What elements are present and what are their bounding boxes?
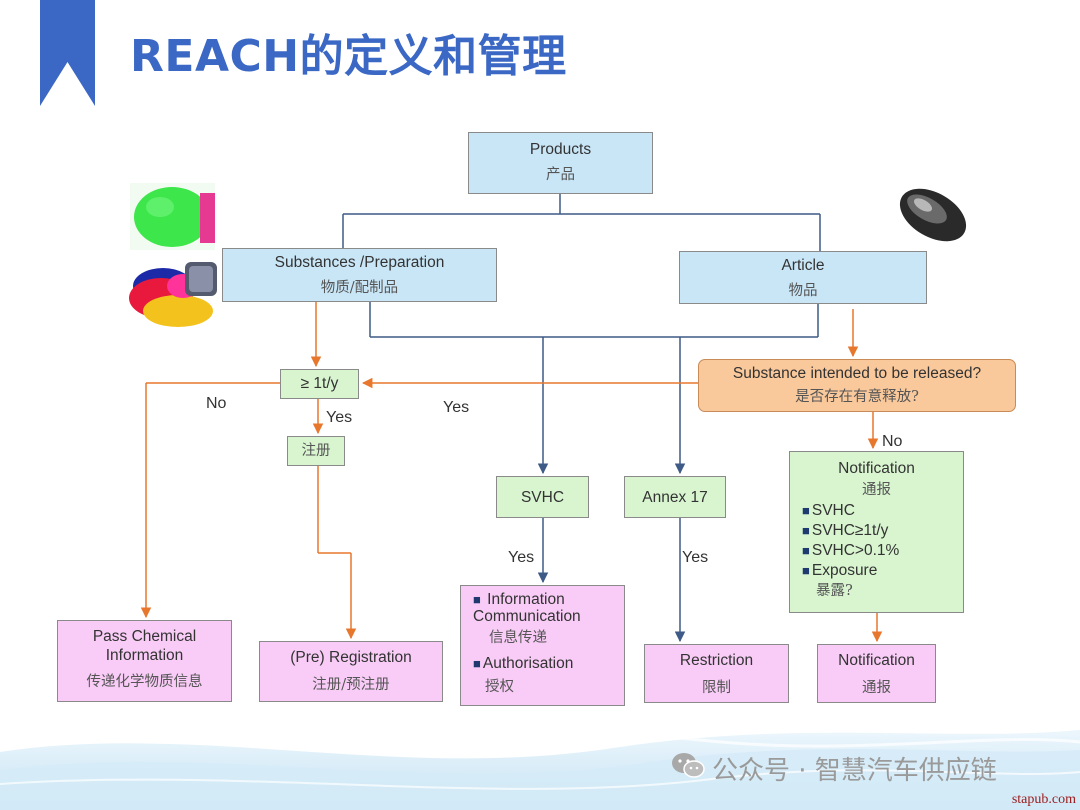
paint-buckets-image [129,262,217,327]
edge-label-yes-threshold: Yes [326,409,353,426]
edge-label-yes-middle: Yes [443,399,470,416]
authorisation-item-zh: 授权 [485,679,514,696]
site-watermark[interactable]: stapub.com [1011,792,1076,807]
info-item-line2: Communication [473,608,581,626]
square-bullet-icon: ■ [473,592,481,607]
products-label: Products [529,141,592,158]
edge-label-no-left: No [206,395,227,412]
criteria-item: ■SVHC>0.1% [802,542,900,560]
info-item: ■ Information [473,591,565,608]
edge-label-yes-svhc: Yes [508,549,535,566]
release-question-box: Substance intended to be released? 是否存在有… [698,359,1016,412]
annex17-box: Annex 17 [624,476,726,518]
notification-criteria-title-zh: 通报 [862,481,891,498]
notification-result-label: Notification [838,652,915,669]
substances-box: Substances /Preparation 物质/配制品 [222,248,497,302]
registration-label-zh: 注册/预注册 [312,676,390,693]
square-bullet-icon: ■ [802,543,810,559]
edge-label-yes-annex: Yes [682,549,709,566]
pass-info-label-zh: 传递化学物质信息 [86,674,203,691]
authorisation-item: ■Authorisation [473,655,574,673]
annex17-label: Annex 17 [642,489,708,506]
square-bullet-icon: ■ [473,656,481,672]
article-box: Article 物品 [679,251,927,304]
square-bullet-icon: ■ [802,563,810,579]
notification-criteria-title: Notification [838,460,915,477]
restriction-label: Restriction [679,652,754,669]
substances-label: Substances /Preparation [274,254,445,271]
wave-decoration [0,730,1080,810]
notification-criteria-box: Notification 通报 ■SVHC ■SVHC≥1t/y ■SVHC>0… [789,451,964,613]
info-comm-box: ■ Information Communication 信息传递 ■Author… [460,585,625,706]
pass-info-label-line2: Information [105,646,184,664]
svhc-box: SVHC [496,476,589,518]
square-bullet-icon: ■ [802,502,810,518]
criteria-item: ■Exposure [802,562,878,580]
threshold-label: ≥ 1t/y [300,375,339,392]
computer-mouse-image [899,188,967,242]
slide-title: REACH的定义和管理 [130,31,567,82]
release-question-label: Substance intended to be released? [732,365,982,382]
footer-account-name: 公众号 · 智慧汽车供应链 [712,756,997,786]
restriction-box: Restriction 限制 [644,644,789,703]
threshold-box: ≥ 1t/y [280,369,359,399]
exposure-label-zh: 暴露? [816,582,853,599]
criteria-item: ■SVHC [802,501,855,519]
pass-info-label-line1: Pass Chemical [92,628,197,645]
registration-box: (Pre) Registration 注册/预注册 [259,641,443,702]
restriction-label-zh: 限制 [702,679,731,696]
products-box: Products 产品 [468,132,653,194]
svhc-label: SVHC [520,489,565,506]
products-label-zh: 产品 [546,166,575,183]
registration-label: (Pre) Registration [290,649,412,666]
square-bullet-icon: ■ [802,523,810,539]
info-item-zh: 信息传递 [489,630,547,647]
release-question-label-zh: 是否存在有意释放? [795,388,919,405]
bookmark-ribbon-icon [40,0,95,106]
register-label-zh: 注册 [301,443,331,459]
wechat-icon [672,753,705,778]
notification-result-box: Notification 通报 [817,644,936,703]
green-powder-image [130,183,215,250]
edge-label-no-released: No [882,433,903,450]
article-label-zh: 物品 [788,282,818,299]
notification-result-label-zh: 通报 [862,679,891,696]
pass-info-box: Pass Chemical Information 传递化学物质信息 [57,620,232,702]
substances-label-zh: 物质/配制品 [320,279,399,296]
article-label: Article [781,257,825,274]
register-box: 注册 [287,436,345,466]
criteria-item: ■SVHC≥1t/y [802,522,889,540]
